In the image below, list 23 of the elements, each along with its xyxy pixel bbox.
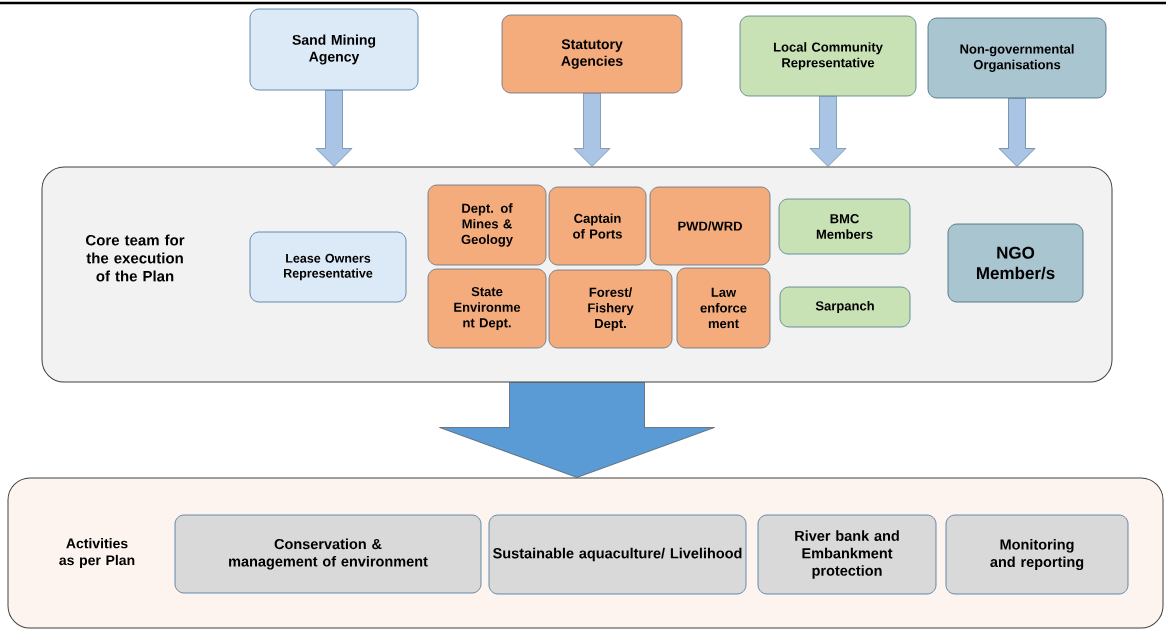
member-box: PWD/WRD [649, 186, 771, 266]
member-box: Lease Owners Representative [249, 231, 407, 303]
member-box: Dept. of Mines & Geology [427, 184, 547, 266]
agency-box: Non-governmental Organisations [927, 17, 1107, 99]
member-box: Law enforce ment [676, 267, 771, 349]
activity-box: Monitoring and reporting [945, 514, 1129, 595]
agency-box: Statutory Agencies [501, 14, 683, 94]
agency-box: Sand Mining Agency [249, 8, 419, 91]
member-box: BMC Members [778, 198, 911, 255]
activity-box: Conservation & management of environment [174, 514, 482, 594]
member-box: Captain of Ports [548, 186, 647, 266]
block-arrow [809, 96, 847, 167]
member-box: NGO Member/s [947, 223, 1084, 303]
block-arrow [439, 382, 715, 478]
block-arrow [573, 93, 611, 167]
member-box: Forest/ Fishery Dept. [548, 269, 673, 349]
activity-box: River bank and Embankment protection [757, 514, 937, 595]
activity-box: Sustainable aquaculture/ Livelihood [488, 514, 747, 595]
agency-box: Local Community Representative [739, 15, 917, 97]
member-box: State Environme nt Dept. [427, 268, 547, 349]
member-box: Sarpanch [779, 286, 911, 328]
block-arrow [315, 90, 353, 167]
block-arrow [998, 98, 1036, 167]
